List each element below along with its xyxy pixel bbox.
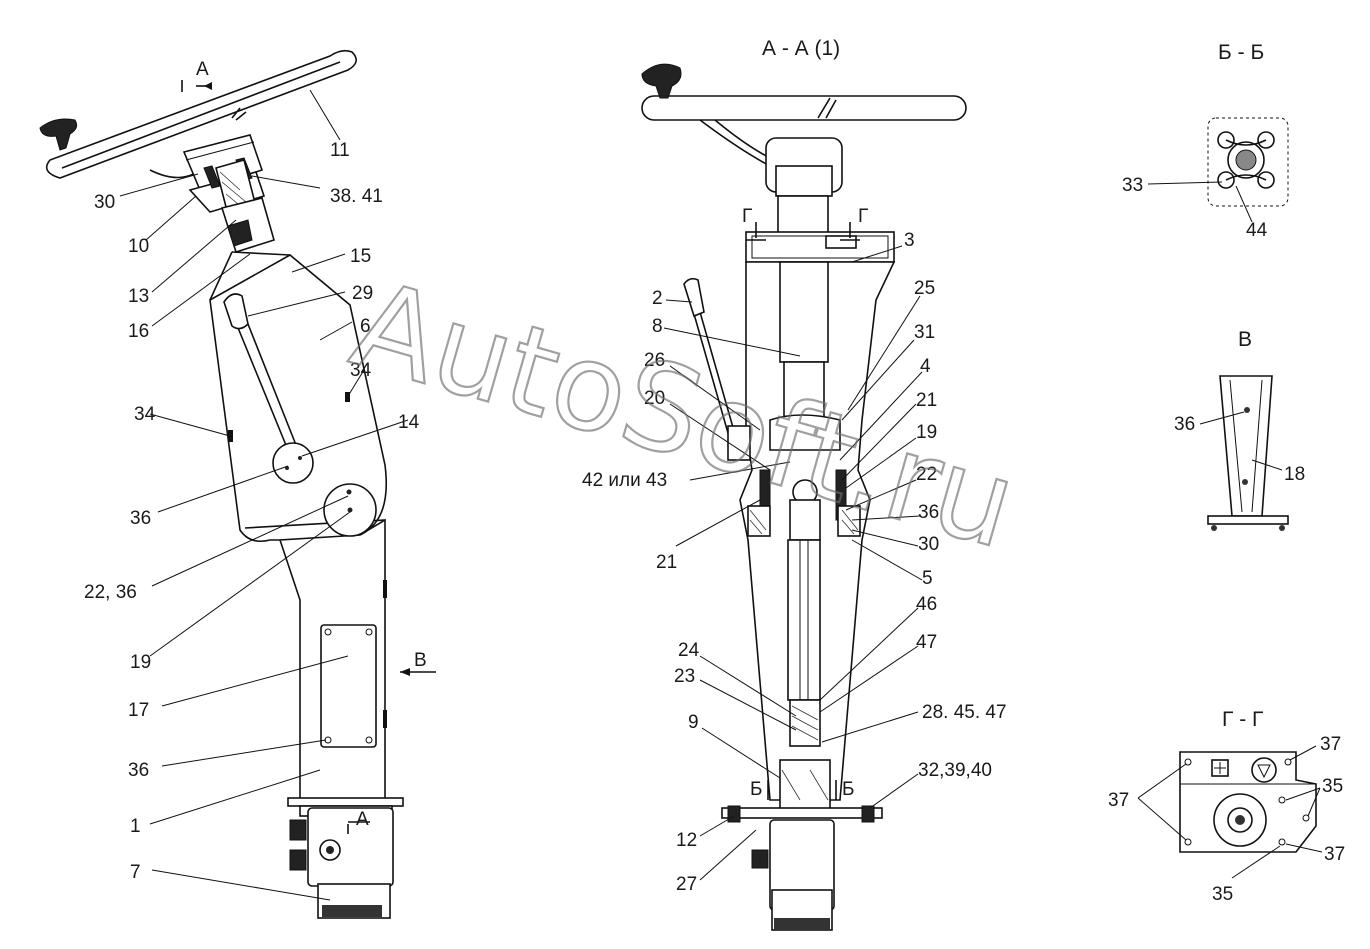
c-label-20: 20 [644, 388, 665, 409]
title-section-bb: Б - Б [1218, 41, 1264, 64]
side-view [39, 49, 404, 919]
center-callouts: 3 2 25 8 31 26 4 20 21 19 42 или 43 22 3… [582, 230, 1007, 895]
c-label-28-45-47: 28. 45. 47 [922, 702, 1007, 723]
label-15: 15 [350, 246, 371, 267]
c-label-2: 2 [652, 288, 663, 309]
c-label-3: 3 [904, 230, 915, 251]
section-marker-a-top: А [181, 59, 212, 92]
watermark: AutoSoft.ru [339, 255, 1030, 576]
marker-a-bottom: А [356, 809, 369, 830]
c-label-32-39-40: 32,39,40 [918, 760, 992, 781]
title-view-v: В [1238, 328, 1252, 351]
label-14: 14 [398, 412, 420, 433]
marker-g-left: Г [742, 206, 752, 227]
c-label-19: 19 [916, 422, 937, 443]
label-6: 6 [360, 316, 371, 337]
lever-pivot-disc [272, 442, 314, 484]
left-leaders [119, 89, 409, 901]
r-label-44: 44 [1246, 220, 1268, 241]
label-30: 30 [94, 192, 115, 213]
c-label-4: 4 [920, 356, 931, 377]
steering-wheel-section [641, 95, 967, 121]
c-label-12: 12 [676, 830, 697, 851]
c-label-26: 26 [644, 350, 665, 371]
c-label-25: 25 [914, 278, 935, 299]
c-label-22: 22 [916, 464, 937, 485]
label-1: 1 [130, 816, 141, 837]
r-label-37-a: 37 [1108, 790, 1129, 811]
label-36-a: 36 [130, 508, 151, 529]
section-aa-view [641, 63, 967, 931]
r-label-33: 33 [1122, 175, 1143, 196]
section-bb-view: 33 44 [1122, 117, 1289, 241]
label-11: 11 [330, 140, 350, 161]
c-label-24: 24 [678, 640, 700, 661]
c-label-47: 47 [916, 632, 937, 653]
r-label-37-c: 37 [1324, 844, 1345, 865]
section-marker-g: Г Г [742, 206, 868, 241]
c-label-36: 36 [918, 502, 939, 523]
c-label-27: 27 [676, 874, 697, 895]
marker-b-right: Б [842, 779, 854, 800]
marker-b-left: Б [750, 779, 762, 800]
view-v: 36 18 [1174, 375, 1305, 531]
label-19: 19 [130, 652, 151, 673]
c-label-9: 9 [688, 712, 699, 733]
label-22-36: 22, 36 [84, 582, 137, 603]
r-label-18: 18 [1284, 464, 1305, 485]
label-34-left: 34 [134, 404, 156, 425]
label-38-41: 38. 41 [330, 186, 383, 207]
marker-a-top: А [196, 59, 209, 80]
wheel-knob [39, 118, 78, 151]
r-label-35-a: 35 [1322, 776, 1343, 797]
label-13: 13 [128, 286, 149, 307]
title-section-gg: Г - Г [1222, 708, 1263, 731]
section-marker-a-bottom: А [347, 809, 370, 834]
c-label-21-b: 21 [656, 552, 677, 573]
r-label-36: 36 [1174, 414, 1195, 435]
r-label-35-b: 35 [1212, 884, 1233, 905]
label-7: 7 [130, 862, 141, 883]
label-36-b: 36 [128, 760, 149, 781]
section-marker-b: Б Б [750, 779, 854, 800]
c-label-31: 31 [914, 322, 935, 343]
cover-plate [320, 624, 377, 748]
c-label-30: 30 [918, 534, 939, 555]
c-label-46: 46 [916, 594, 937, 615]
c-label-23: 23 [674, 666, 695, 687]
c-label-5: 5 [922, 568, 933, 589]
c-label-8: 8 [652, 316, 663, 337]
marker-v: В [414, 650, 427, 671]
label-16: 16 [128, 321, 149, 342]
r-label-37-b: 37 [1320, 734, 1341, 755]
label-29: 29 [352, 283, 373, 304]
center-leaders [663, 245, 923, 881]
label-34-right: 34 [350, 360, 372, 381]
section-gg-view: 37 37 35 37 35 [1108, 734, 1345, 905]
label-17: 17 [128, 700, 149, 721]
view-arrow-v: В [400, 650, 436, 676]
label-10: 10 [128, 236, 149, 257]
left-callouts: 11 30 38. 41 10 15 13 29 16 6 34 34 14 3… [84, 140, 420, 883]
marker-g-right: Г [858, 206, 868, 227]
title-section-aa: А - А (1) [762, 37, 840, 60]
c-label-42-43: 42 или 43 [582, 470, 667, 491]
c-label-21-a: 21 [916, 390, 937, 411]
